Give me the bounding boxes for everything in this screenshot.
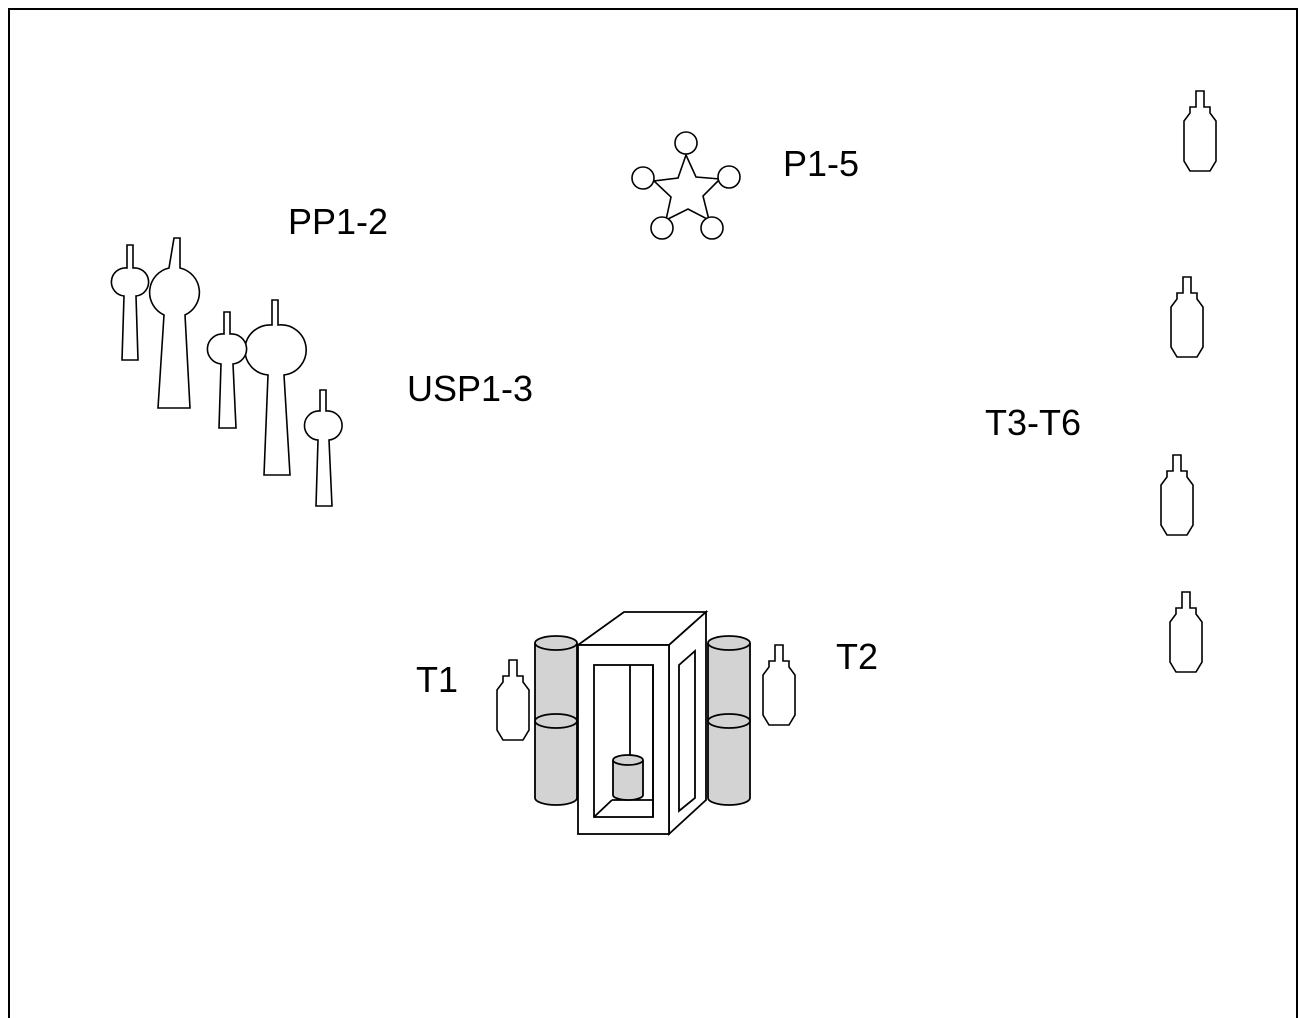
- plate-1: [674, 131, 698, 155]
- label-t1: T1: [416, 659, 458, 700]
- star-frame: [652, 152, 722, 222]
- star-plate-target: [631, 131, 741, 240]
- target-t6: [1169, 591, 1203, 673]
- target-t3: [1183, 90, 1217, 172]
- plate-2: [717, 165, 741, 189]
- shooting-box: [575, 609, 709, 837]
- barrel-left-upper: [534, 643, 578, 722]
- mini-popper-1: [110, 244, 150, 361]
- label-t3-t6: T3-T6: [985, 402, 1081, 443]
- barrel-right-lower: [707, 721, 751, 806]
- pepper-popper-2: [244, 299, 307, 476]
- target-t1: [496, 659, 530, 741]
- target-t4: [1170, 276, 1204, 358]
- barrel-stack-left: [534, 635, 578, 806]
- plate-5: [631, 166, 655, 190]
- mini-popper-3: [303, 389, 343, 507]
- barrel-right-upper: [707, 643, 751, 722]
- label-pp: PP1-2: [288, 201, 388, 242]
- mini-popper-targets: [110, 244, 343, 507]
- barrel-left-lower: [534, 721, 578, 806]
- barrel-stack-right: [707, 635, 751, 806]
- plate-3: [700, 216, 724, 240]
- inner-floor-left: [593, 799, 613, 818]
- label-usp: USP1-3: [407, 368, 533, 409]
- pepper-popper-targets: [148, 237, 307, 476]
- pepper-popper-1: [148, 237, 201, 409]
- mini-popper-2: [206, 311, 248, 429]
- small-barrel: [612, 760, 644, 801]
- plate-4: [650, 216, 674, 240]
- diagram-border: [8, 8, 1298, 1018]
- label-t2: T2: [836, 636, 878, 677]
- label-p: P1-5: [783, 143, 859, 184]
- target-t5: [1160, 454, 1194, 536]
- small-barrel-top: [612, 754, 644, 766]
- box-side-window: [678, 649, 696, 813]
- targets-t3-t6: [1160, 90, 1217, 673]
- target-t2: [762, 644, 796, 726]
